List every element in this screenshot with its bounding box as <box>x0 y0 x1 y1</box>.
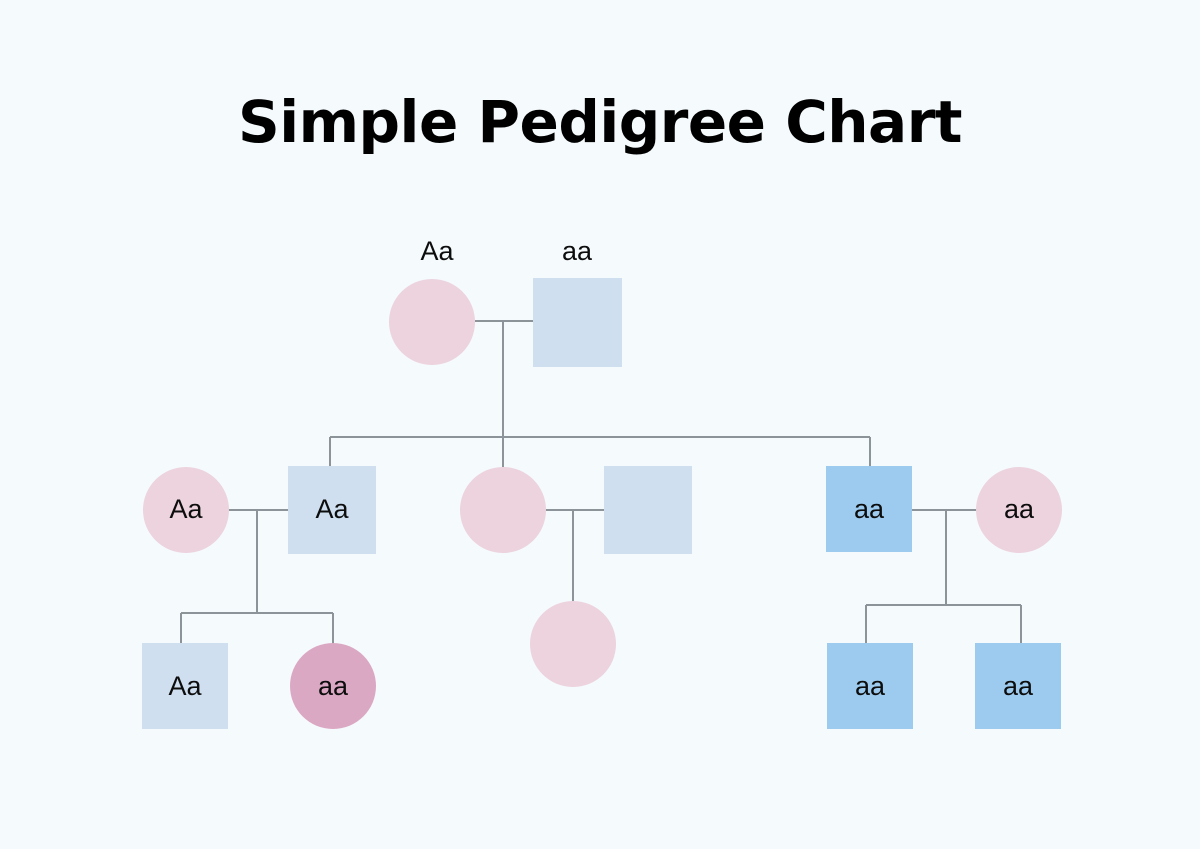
g2-child-2-circle[interactable] <box>460 467 546 553</box>
g2-spouse-right-circle[interactable] <box>976 467 1062 553</box>
g1-father-square[interactable] <box>533 278 622 367</box>
generation-1-group: Aa aa <box>389 236 622 367</box>
g2-child-3-label: aa <box>854 494 885 524</box>
page-title: Simple Pedigree Chart <box>237 88 963 156</box>
g3-child-4-label: aa <box>855 671 886 701</box>
g3-child-3-circle[interactable] <box>530 601 616 687</box>
g2-child-1-label: Aa <box>315 494 349 524</box>
g3-child-5-square[interactable] <box>975 643 1061 729</box>
g3-child-1-label: Aa <box>168 671 202 701</box>
g3-child-4-square[interactable] <box>827 643 913 729</box>
g3-child-2-circle[interactable] <box>290 643 376 729</box>
g2-child-3-square[interactable] <box>826 466 912 552</box>
g2-spouse-right-label: aa <box>1004 494 1035 524</box>
g2-child-1-square[interactable] <box>288 466 376 554</box>
g1-mother-circle[interactable] <box>389 279 475 365</box>
g2-spouse-middle-square[interactable] <box>604 466 692 554</box>
g1-mother-label: Aa <box>420 236 454 266</box>
g1-father-label: aa <box>562 236 593 266</box>
g2-spouse-left-circle[interactable] <box>143 467 229 553</box>
generation-2-group: Aa Aa aa aa <box>143 466 1062 554</box>
connection-lines <box>180 320 1022 644</box>
generation-3-group: Aa aa aa aa <box>142 601 1061 729</box>
g3-child-2-label: aa <box>318 671 349 701</box>
g3-child-1-square[interactable] <box>142 643 228 729</box>
g3-child-5-label: aa <box>1003 671 1034 701</box>
g2-spouse-left-label: Aa <box>169 494 203 524</box>
